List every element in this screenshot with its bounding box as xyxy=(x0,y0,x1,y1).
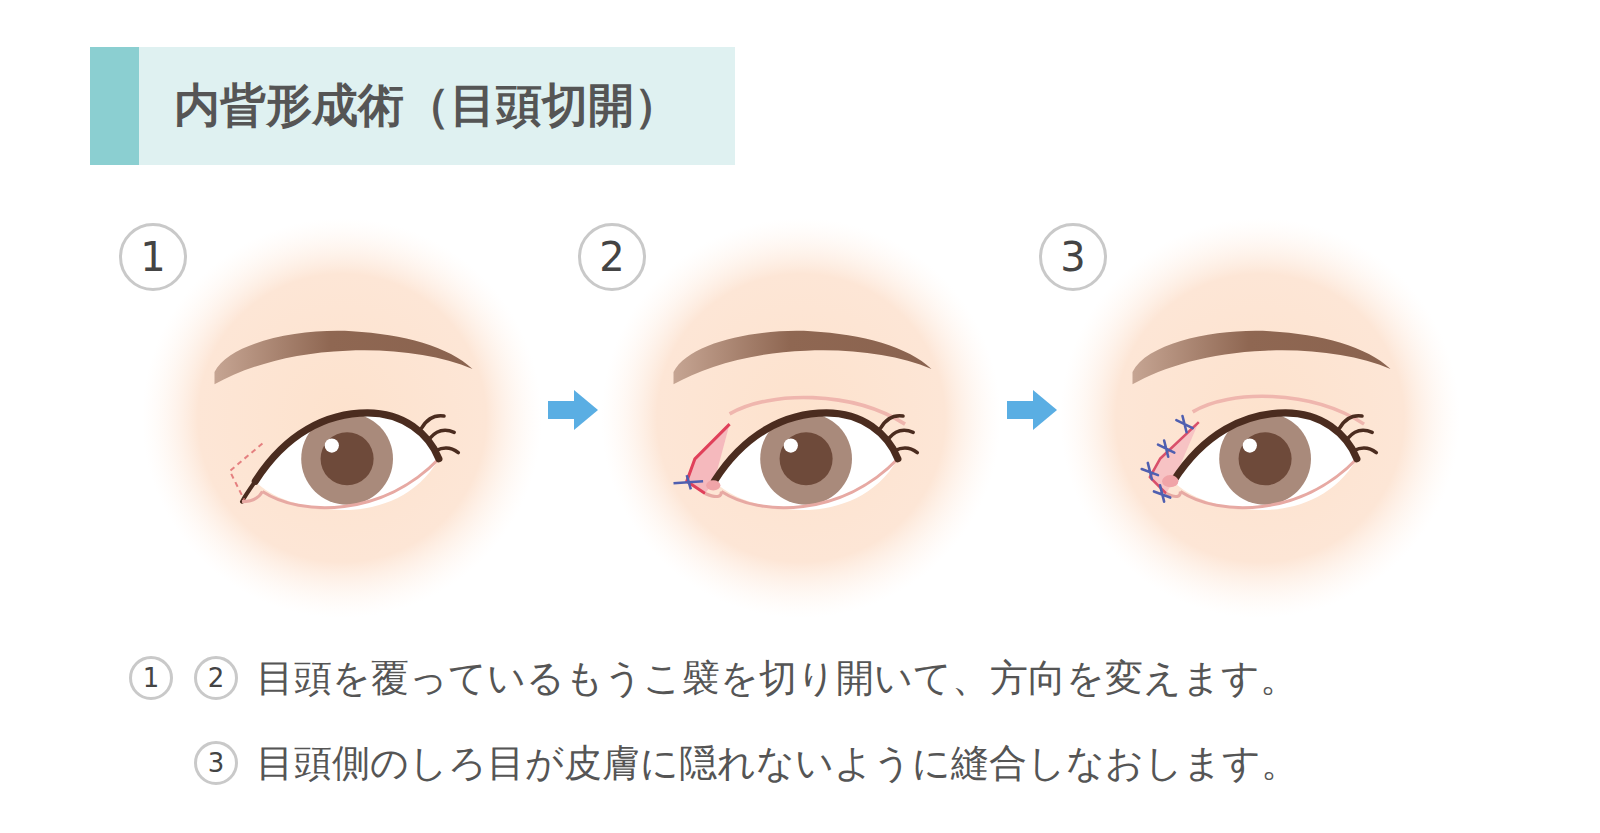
step-number: 2 xyxy=(578,223,646,291)
panel-circle xyxy=(1067,225,1453,611)
caption-text: 目頭側のしろ目が皮膚に隠れないように縫合しなおします。 xyxy=(256,738,1299,789)
step-panel: 1 xyxy=(148,224,536,612)
step-panel: 3 xyxy=(1066,224,1454,612)
title: 内眥形成術（目頭切開） xyxy=(174,75,680,137)
panel-circle xyxy=(149,225,535,611)
callout-number: 1 xyxy=(129,656,173,700)
step-arrow xyxy=(1007,401,1033,419)
panel-outline xyxy=(607,224,995,612)
step-arrow xyxy=(548,401,574,419)
title-band: 内眥形成術（目頭切開） xyxy=(90,47,735,165)
callout-number: 2 xyxy=(194,656,238,700)
caption-text: 目頭を覆っているもうこ襞を切り開いて、方向を変えます。 xyxy=(256,653,1298,704)
panel-outline xyxy=(1066,224,1454,612)
title-strip xyxy=(90,47,139,165)
panel-outline xyxy=(148,224,536,612)
step-panel: 2 xyxy=(607,224,995,612)
step-number: 3 xyxy=(1039,223,1107,291)
callout-number: 3 xyxy=(194,741,238,785)
panel-circle xyxy=(608,225,994,611)
step-number: 1 xyxy=(119,223,187,291)
